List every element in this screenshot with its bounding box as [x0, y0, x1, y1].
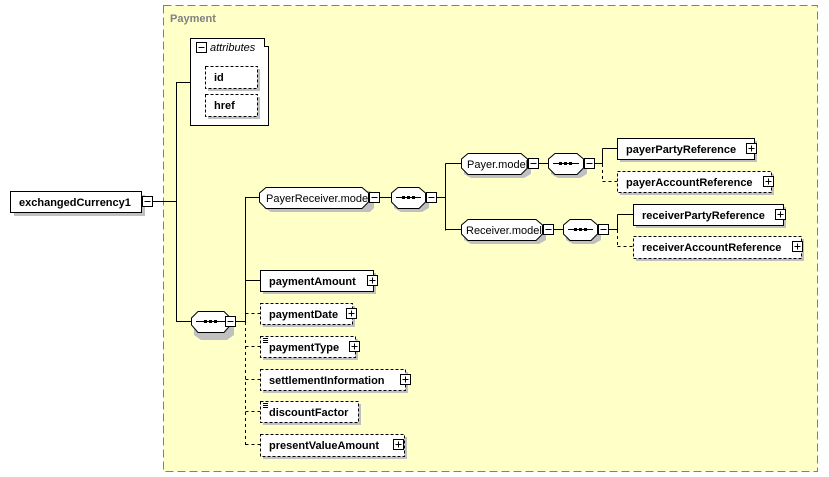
element-present-value-amount[interactable]: presentValueAmount — [260, 434, 408, 460]
element-payer-party-reference[interactable]: payerPartyReference — [617, 138, 758, 163]
collapse-icon[interactable] — [426, 192, 437, 203]
collapse-icon[interactable] — [543, 224, 554, 235]
receiver-model[interactable]: Receiver.model — [461, 219, 554, 245]
attribute-name: id — [214, 72, 224, 84]
attribute-href[interactable]: href — [205, 94, 261, 120]
element-receiver-account-reference[interactable]: receiverAccountReference — [633, 236, 805, 262]
sequence-compositor[interactable] — [563, 219, 609, 245]
connectors — [153, 82, 633, 445]
collapse-icon[interactable] — [142, 196, 153, 207]
sequence-compositor[interactable] — [548, 153, 595, 179]
element-payment-type[interactable]: paymentType — [260, 336, 360, 361]
group-title: Payment — [170, 13, 216, 25]
element-label: settlementInformation — [269, 375, 385, 387]
expand-icon[interactable] — [775, 209, 786, 220]
collapse-icon[interactable] — [584, 158, 595, 169]
simple-type-icon — [263, 338, 268, 343]
expand-icon[interactable] — [763, 176, 774, 187]
element-label: presentValueAmount — [269, 440, 379, 452]
expand-icon[interactable] — [400, 374, 411, 385]
collapse-icon[interactable] — [598, 224, 609, 235]
element-label: receiverAccountReference — [642, 242, 781, 254]
element-payment-amount[interactable]: paymentAmount — [260, 270, 378, 295]
group-ref-label: Payer.model — [467, 159, 528, 171]
group-ref-label: PayerReceiver.model — [266, 193, 371, 205]
simple-type-icon — [263, 403, 268, 408]
element-settlement-information[interactable]: settlementInformation — [260, 369, 411, 394]
collapse-icon[interactable] — [528, 158, 539, 169]
expand-icon[interactable] — [393, 439, 404, 450]
expand-icon[interactable] — [792, 241, 803, 252]
element-label: paymentType — [269, 342, 339, 354]
root-element-label: exchangedCurrency1 — [19, 197, 131, 209]
expand-icon[interactable] — [346, 308, 357, 319]
element-discount-factor[interactable]: discountFactor — [260, 401, 362, 426]
element-label: discountFactor — [269, 407, 349, 419]
sequence-compositor[interactable] — [391, 187, 437, 213]
expand-icon[interactable] — [367, 275, 378, 286]
attributes-title: attributes — [210, 42, 256, 54]
element-label: paymentAmount — [269, 276, 356, 288]
expand-icon[interactable] — [746, 143, 757, 154]
element-payer-account-reference[interactable]: payerAccountReference — [617, 171, 775, 196]
element-receiver-party-reference[interactable]: receiverPartyReference — [633, 204, 787, 229]
payer-model[interactable]: Payer.model — [461, 153, 539, 179]
group-ref-label: Receiver.model — [466, 225, 542, 237]
expand-icon[interactable] — [349, 341, 360, 352]
root-element[interactable]: exchangedCurrency1 — [10, 191, 153, 217]
attribute-id[interactable]: id — [205, 66, 261, 92]
attributes-box: attributes id href — [190, 38, 269, 126]
collapse-icon[interactable] — [225, 316, 236, 327]
element-label: payerPartyReference — [626, 144, 736, 156]
element-label: receiverPartyReference — [642, 210, 765, 222]
collapse-icon[interactable] — [196, 42, 207, 53]
payer-receiver-model[interactable]: PayerReceiver.model — [259, 187, 380, 213]
element-label: payerAccountReference — [626, 177, 753, 189]
element-payment-date[interactable]: paymentDate — [260, 303, 357, 328]
element-label: paymentDate — [269, 309, 338, 321]
collapse-icon[interactable] — [369, 192, 380, 203]
attribute-name: href — [214, 100, 235, 112]
sequence-compositor[interactable] — [191, 311, 236, 341]
